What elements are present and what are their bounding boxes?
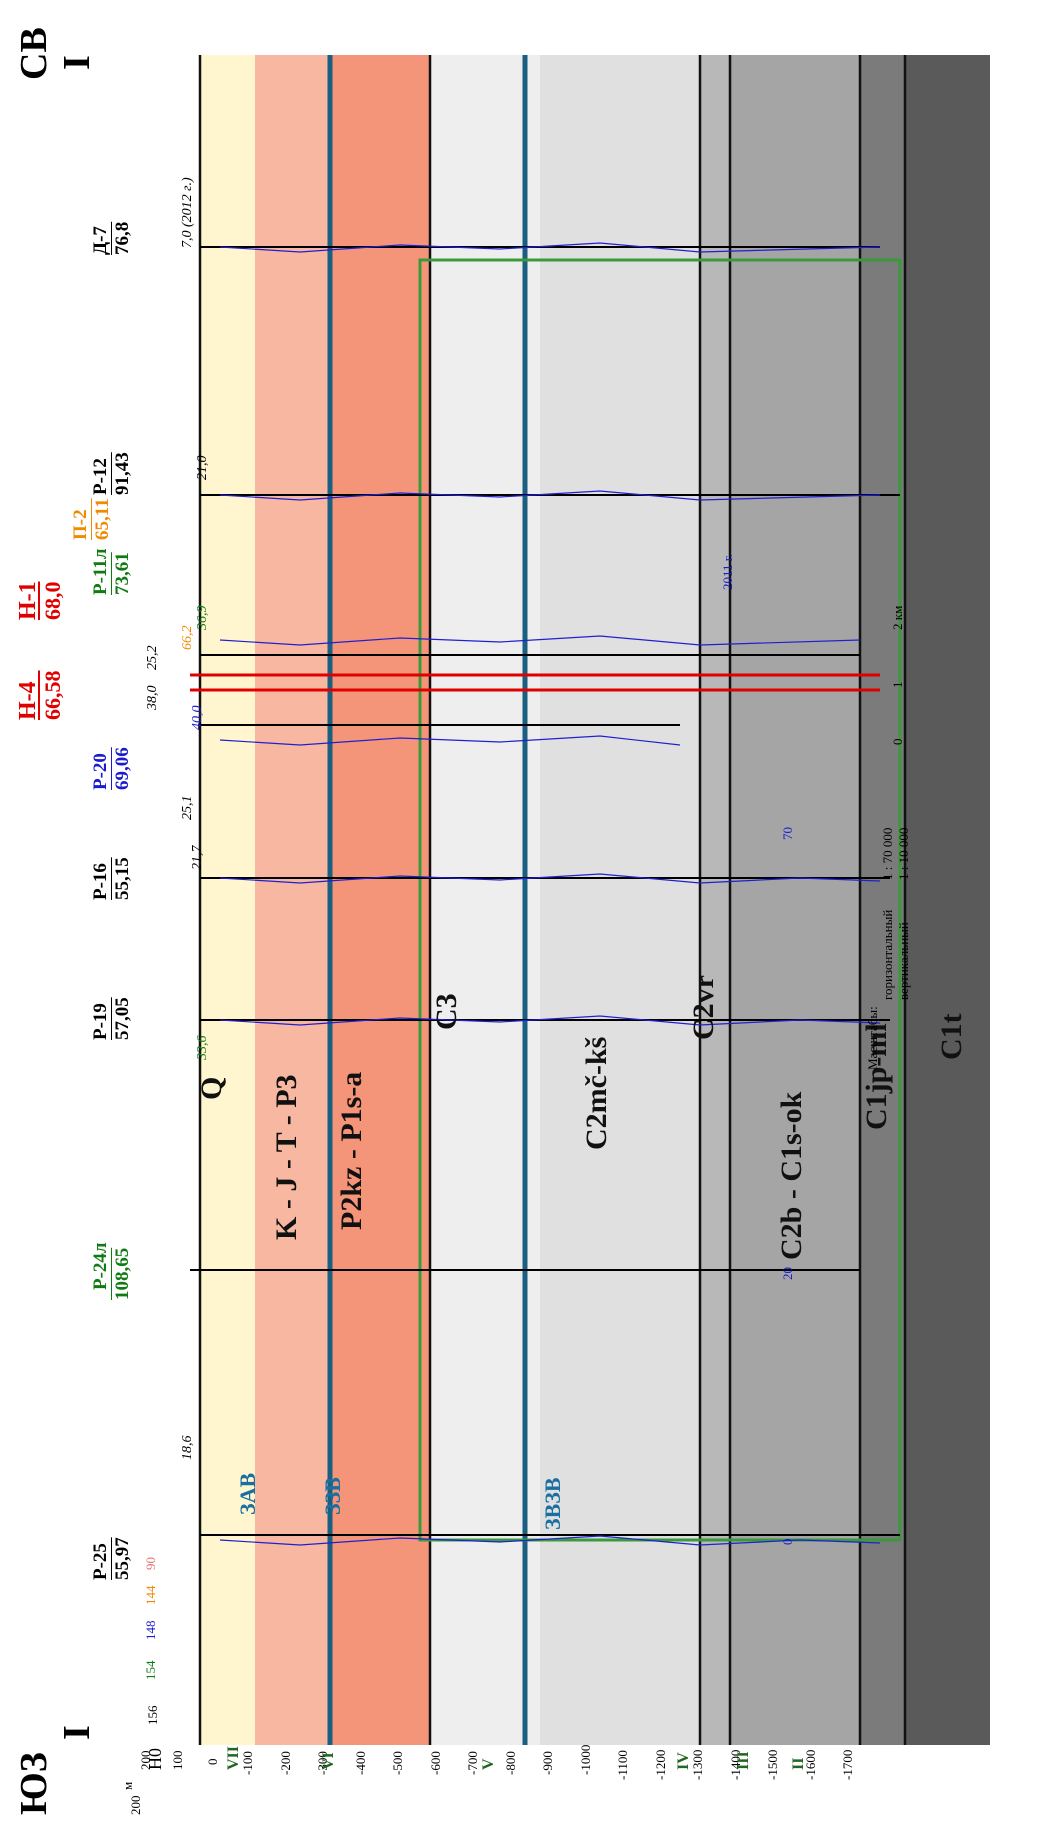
well-name-r12: Р-12 xyxy=(90,458,111,495)
profile-end-sw: ЮЗ xyxy=(13,1752,55,1815)
well-alt-p2: 65,11 xyxy=(92,498,113,540)
log-tick-0: 0 xyxy=(780,1538,795,1546)
scale-km0: 0 xyxy=(890,738,905,746)
scale-km1: 1 xyxy=(890,681,905,689)
well-name-n1: Н-1 xyxy=(15,581,41,620)
depth-tick-4: -200 xyxy=(278,1751,293,1775)
strat-c1t: C1t xyxy=(935,1013,968,1060)
well-alt-r20: 69,06 xyxy=(112,747,133,790)
depth-tick-14: -1200 xyxy=(653,1749,668,1780)
wl-7-0: 7,0 (2012 г.) xyxy=(180,177,195,248)
well-alt-n4: 66,58 xyxy=(40,670,65,721)
wl-40-0: 40,0 xyxy=(190,705,205,731)
legend-h0: H0 xyxy=(145,1748,165,1770)
zone-zvzv: ЗВЗВ xyxy=(540,1477,565,1530)
strat-c3: C3 xyxy=(430,993,463,1030)
well-alt-r11: 73,61 xyxy=(112,552,133,595)
well-name-r20: Р-20 xyxy=(90,753,111,790)
scale-v-ratio: 1 : 10 000 xyxy=(896,827,911,880)
wl-38-0: 38,0 xyxy=(145,685,160,711)
well-alt-d7: 76,8 xyxy=(112,221,133,255)
depth-tick-6: -400 xyxy=(353,1751,368,1775)
strat-c2vr: C2vr xyxy=(687,975,720,1040)
wl-21-7: 21,7 xyxy=(190,845,205,871)
scale-v-label: вертикальный xyxy=(896,922,911,1000)
depth-tick-17: -1500 xyxy=(765,1749,780,1780)
depth-tick-13: -1100 xyxy=(615,1750,630,1780)
complex-iii: III xyxy=(735,1751,752,1770)
profile-end-ne: СВ xyxy=(13,27,55,80)
wl-21-0: 21,0 xyxy=(195,455,210,481)
wl-33-6: 33,6 xyxy=(195,1035,210,1061)
complex-ii: II xyxy=(790,1757,807,1770)
strat-c2mc: C2mč-kš xyxy=(580,1036,613,1150)
well-name-r19: Р-19 xyxy=(90,1003,111,1040)
well-alt-r24: 108,65 xyxy=(112,1247,133,1300)
complex-vii: VII xyxy=(225,1745,242,1770)
well-alt-r25: 55,97 xyxy=(112,1537,133,1580)
depth-axis-unit: м xyxy=(120,1781,135,1790)
zone-zzv: ЗЗВ xyxy=(320,1477,345,1515)
log-tick-20: 20 xyxy=(780,1267,795,1280)
well-name-n4: Н-4 xyxy=(15,681,41,720)
profile-end-label: I xyxy=(56,55,98,70)
strat-k-j-t-p3: K - J - T - P3 xyxy=(270,1074,303,1240)
complex-v: V xyxy=(480,1758,497,1770)
wl-25-1: 25,1 xyxy=(180,795,195,821)
wl-66-2: 66,2 xyxy=(180,625,195,651)
legend-148: 148 xyxy=(143,1620,158,1641)
legend-90: 90 xyxy=(143,1557,158,1570)
depth-tick-8: -600 xyxy=(428,1751,443,1775)
depth-axis-label-0: 200 xyxy=(128,1795,143,1816)
log-tick-70: 70 xyxy=(780,827,795,840)
well-name-p2: П-2 xyxy=(70,509,91,540)
wl-25-2: 25,2 xyxy=(145,645,160,671)
scale-h-ratio: 1 : 70 000 xyxy=(880,827,895,880)
depth-tick-7: -500 xyxy=(390,1751,405,1775)
complex-iv: IV xyxy=(675,1752,692,1770)
depth-tick-9: -700 xyxy=(465,1751,480,1775)
scale-h-label: горизонтальный xyxy=(880,909,895,1000)
well-alt-r19: 57,05 xyxy=(112,997,133,1040)
scale-km2: 2 км xyxy=(890,605,905,630)
strat-q: Q xyxy=(195,1076,228,1100)
wl-36-9: 36,9 xyxy=(195,605,210,631)
well-name-r16: Р-16 xyxy=(90,863,111,900)
well-alt-n1: 68,0 xyxy=(40,581,65,621)
profile-start-label: I xyxy=(56,1725,98,1740)
well-alt-r12: 91,43 xyxy=(112,452,133,495)
legend-156: 156 xyxy=(145,1705,160,1726)
log-tick-2011: 2011 г. xyxy=(720,554,735,590)
well-name-r11: Р-11л xyxy=(90,548,111,595)
well-name-d7: Д-7 xyxy=(90,226,111,255)
depth-tick-19: -1700 xyxy=(840,1749,855,1780)
well-name-r25: Р-25 xyxy=(90,1543,111,1580)
legend-144: 144 xyxy=(143,1585,158,1606)
complex-vi: VI xyxy=(320,1752,337,1770)
well-name-r24: Р-24л xyxy=(90,1242,111,1290)
strat-p2kz: P2kz - P1s-a xyxy=(335,1071,368,1230)
depth-tick-10: -800 xyxy=(503,1751,518,1775)
depth-tick-2: 0 xyxy=(205,1758,220,1766)
depth-tick-1: 100 xyxy=(170,1750,185,1771)
legend-154: 154 xyxy=(143,1660,158,1681)
strat-c2b: C2b - C1s-ok xyxy=(775,1091,808,1260)
depth-tick-11: -900 xyxy=(540,1751,555,1775)
well-alt-r16: 55,15 xyxy=(112,857,133,900)
wl-18-6: 18,6 xyxy=(180,1435,195,1461)
depth-tick-12: -1000 xyxy=(578,1744,593,1775)
zone-zav: ЗАВ xyxy=(235,1472,260,1515)
scale-title: Масштабы: xyxy=(865,1006,880,1070)
